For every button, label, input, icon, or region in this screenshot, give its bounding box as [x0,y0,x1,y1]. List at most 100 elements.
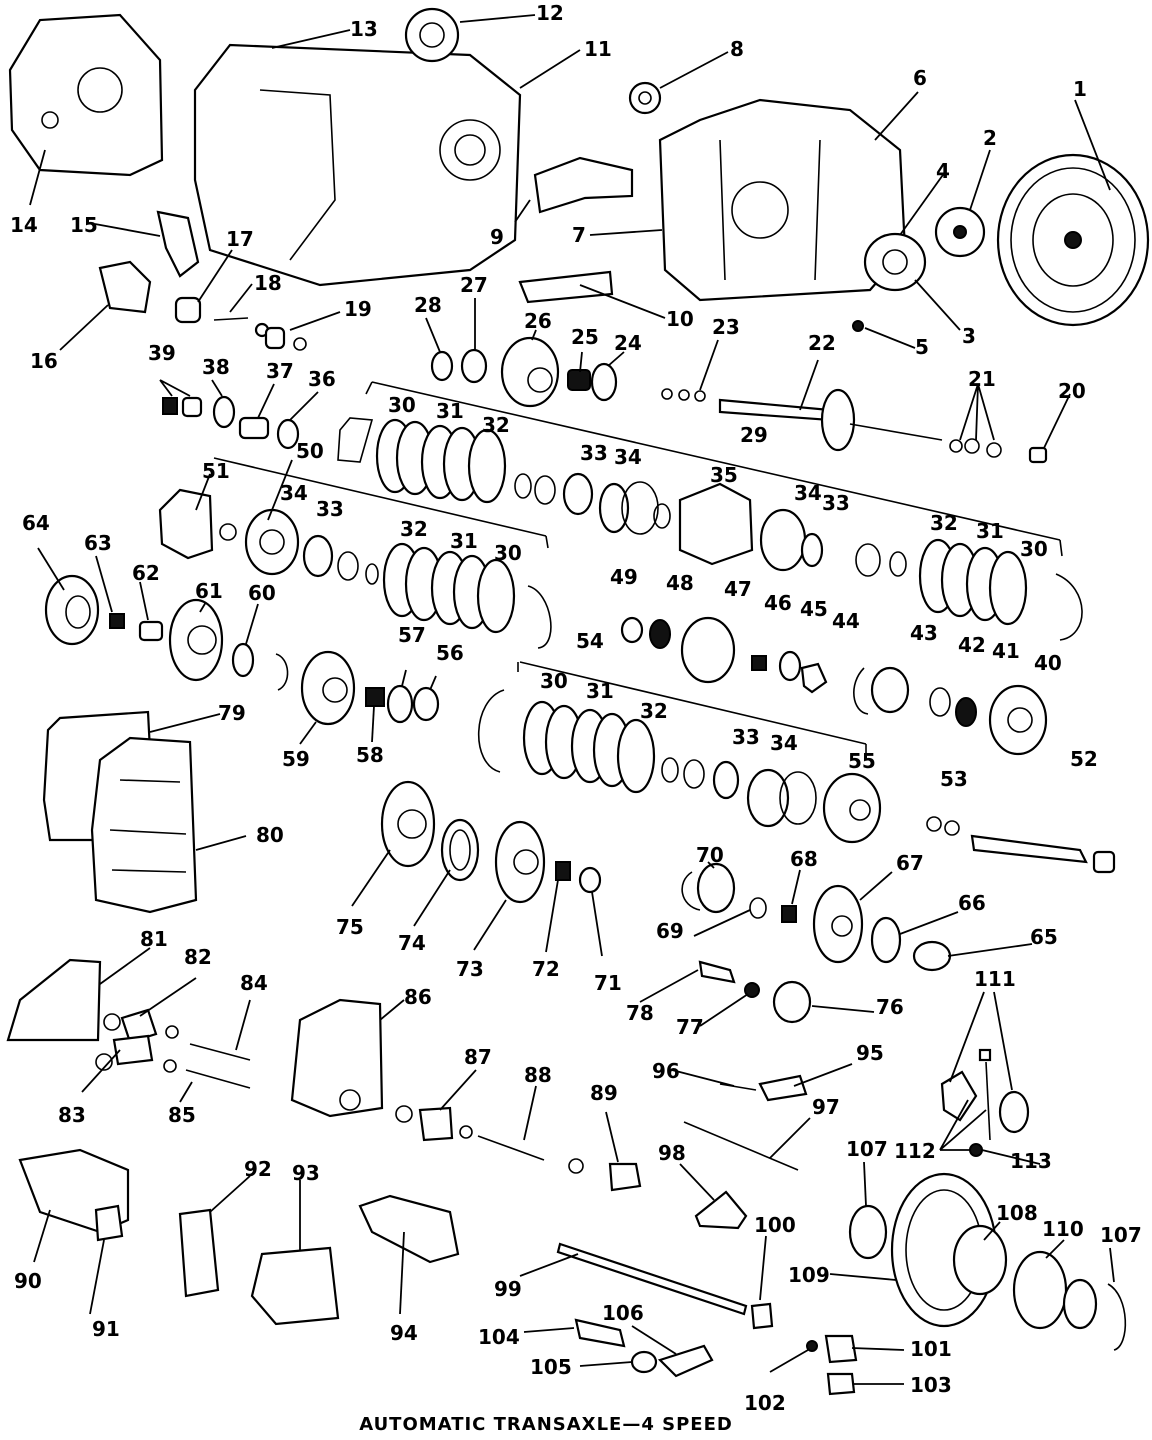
callout-41: 41 [992,639,1020,663]
callout-79: 79 [218,701,246,725]
callout-31-b: 31 [976,519,1004,543]
callout-78: 78 [626,1001,654,1025]
callout-58: 58 [356,743,384,767]
callout-92: 92 [244,1157,272,1181]
callout-87: 87 [464,1045,492,1069]
callout-106: 106 [602,1301,644,1325]
callout-18: 18 [254,271,282,295]
callout-54: 54 [576,629,604,653]
callout-47: 47 [724,577,752,601]
callout-88: 88 [524,1063,552,1087]
callout-35: 35 [710,463,738,487]
callout-76: 76 [876,995,904,1019]
callout-40: 40 [1034,651,1062,675]
callout-2: 2 [983,126,997,150]
callout-109: 109 [788,1263,830,1287]
callout-107-a: 107 [846,1137,888,1161]
callout-17: 17 [226,227,254,251]
callout-10: 10 [666,307,694,331]
callout-70: 70 [696,843,724,867]
callout-56: 56 [436,641,464,665]
callout-52: 52 [1070,747,1098,771]
callout-108: 108 [996,1201,1038,1225]
callout-23: 23 [712,315,740,339]
callout-12: 12 [536,1,564,25]
callout-30-d: 30 [540,669,568,693]
callout-20: 20 [1058,379,1086,403]
callout-55: 55 [848,749,876,773]
callout-46: 46 [764,591,792,615]
callout-82: 82 [184,945,212,969]
callout-27: 27 [460,273,488,297]
callout-72: 72 [532,957,560,981]
callout-labels: 1 2 3 4 5 6 7 8 9 10 11 12 13 14 15 16 1… [10,1,1142,1415]
callout-25: 25 [571,325,599,349]
callout-45: 45 [800,597,828,621]
callout-61: 61 [195,579,223,603]
callout-91: 91 [92,1317,120,1341]
callout-102: 102 [744,1391,786,1415]
callout-39: 39 [148,341,176,365]
callout-62: 62 [132,561,160,585]
group-brackets [213,381,1063,756]
callout-29: 29 [740,423,768,447]
callout-21: 21 [968,367,996,391]
callout-15: 15 [70,213,98,237]
callout-112: 112 [894,1139,936,1163]
callout-81: 81 [140,927,168,951]
callout-50: 50 [296,439,324,463]
callout-83: 83 [58,1103,86,1127]
callout-66: 66 [958,891,986,915]
callout-101: 101 [910,1337,952,1361]
callout-44: 44 [832,609,860,633]
callout-34-c: 34 [280,481,308,505]
callout-30-a: 30 [388,393,416,417]
callout-63: 63 [84,531,112,555]
callout-16: 16 [30,349,58,373]
callout-105: 105 [530,1355,572,1379]
callout-7: 7 [572,223,586,247]
callout-94: 94 [390,1321,418,1345]
callout-26: 26 [524,309,552,333]
callout-49: 49 [610,565,638,589]
callout-93: 93 [292,1161,320,1185]
leader-lines [29,14,1115,1385]
callout-34-d: 34 [770,731,798,755]
callout-8: 8 [730,37,744,61]
callout-32-a: 32 [482,413,510,437]
callout-99: 99 [494,1277,522,1301]
callout-31-c: 31 [450,529,478,553]
callout-89: 89 [590,1081,618,1105]
callout-43: 43 [910,621,938,645]
callout-14: 14 [10,213,38,237]
callout-28: 28 [414,293,442,317]
callout-48: 48 [666,571,694,595]
callout-110: 110 [1042,1217,1084,1241]
callout-71: 71 [594,971,622,995]
callout-57: 57 [398,623,426,647]
callout-59: 59 [282,747,310,771]
callout-34-a: 34 [614,445,642,469]
callout-98: 98 [658,1141,686,1165]
callout-68: 68 [790,847,818,871]
callout-32-c: 32 [400,517,428,541]
callout-86: 86 [404,985,432,1009]
callout-84: 84 [240,971,268,995]
callout-51: 51 [202,459,230,483]
callout-37: 37 [266,359,294,383]
callout-36: 36 [308,367,336,391]
callout-60: 60 [248,581,276,605]
callout-64: 64 [22,511,50,535]
callout-103: 103 [910,1373,952,1397]
callout-69: 69 [656,919,684,943]
callout-73: 73 [456,957,484,981]
callout-22: 22 [808,331,836,355]
callout-100: 100 [754,1213,796,1237]
callout-38: 38 [202,355,230,379]
callout-11: 11 [584,37,612,61]
callout-53: 53 [940,767,968,791]
callout-24: 24 [614,331,642,355]
callout-13: 13 [350,17,378,41]
callout-90: 90 [14,1269,42,1293]
